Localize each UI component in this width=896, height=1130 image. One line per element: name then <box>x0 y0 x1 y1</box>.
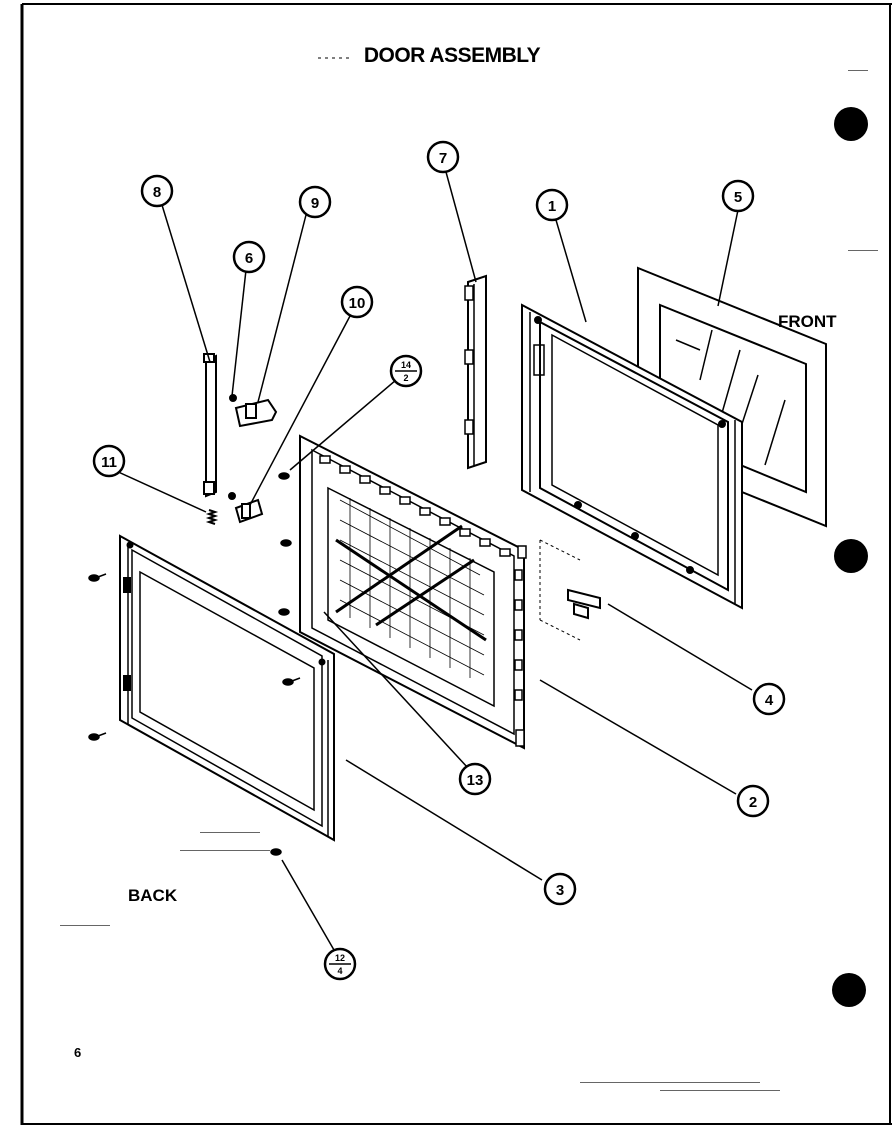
callout-3: 3 <box>543 872 577 906</box>
punch-hole-middle <box>834 539 868 573</box>
screws <box>88 472 301 856</box>
punch-hole-bottom <box>832 973 866 1007</box>
front-label: FRONT <box>778 312 837 331</box>
svg-text:5: 5 <box>734 189 742 206</box>
callout-11: 11 <box>92 444 126 478</box>
svg-text:4: 4 <box>337 966 342 976</box>
callout-10: 10 <box>340 285 374 319</box>
svg-text:6: 6 <box>245 250 253 267</box>
svg-text:8: 8 <box>153 184 161 201</box>
part-2-inner-door-panel <box>299 434 527 750</box>
svg-text:2: 2 <box>403 373 408 383</box>
svg-text:2: 2 <box>749 794 757 811</box>
back-label: BACK <box>128 886 178 905</box>
part-4-switch-bracket <box>539 539 601 641</box>
callout-8: 8 <box>140 174 174 208</box>
svg-text:9: 9 <box>311 195 319 212</box>
part-11-spring <box>205 509 219 525</box>
svg-text:10: 10 <box>349 295 366 312</box>
page-number: 6 <box>74 1045 81 1060</box>
svg-text:4: 4 <box>765 692 774 709</box>
callout-7: 7 <box>426 140 460 174</box>
leader-lines <box>113 171 753 951</box>
scan-border <box>20 3 892 1125</box>
diagram-title: DOOR ASSEMBLY <box>364 44 541 67</box>
callout-2: 2 <box>736 784 770 818</box>
svg-text:3: 3 <box>556 882 564 899</box>
callout-1: 1 <box>535 188 569 222</box>
punch-hole-top <box>834 107 868 141</box>
svg-text:1: 1 <box>548 198 556 215</box>
svg-text:11: 11 <box>101 454 117 471</box>
part-10-lower-hinge <box>228 492 264 524</box>
part-7-hinge-bracket <box>464 274 487 470</box>
svg-text:14: 14 <box>401 360 411 370</box>
svg-text:7: 7 <box>439 150 447 167</box>
part-9-upper-hinge <box>229 394 278 428</box>
scan-noise <box>60 70 878 1091</box>
part-3-door-back-frame <box>119 534 335 842</box>
callout-14-2: 14 2 <box>389 354 423 388</box>
callout-13: 13 <box>458 762 492 796</box>
svg-text:13: 13 <box>467 772 484 789</box>
callout-4: 4 <box>752 682 786 716</box>
callout-12-4: 12 4 <box>323 947 357 981</box>
callout-5: 5 <box>721 179 755 213</box>
part-8-latch <box>203 353 217 498</box>
callout-9: 9 <box>298 185 332 219</box>
svg-text:12: 12 <box>335 953 345 963</box>
part-1-door-frame <box>521 303 743 610</box>
callout-6: 6 <box>232 240 266 274</box>
